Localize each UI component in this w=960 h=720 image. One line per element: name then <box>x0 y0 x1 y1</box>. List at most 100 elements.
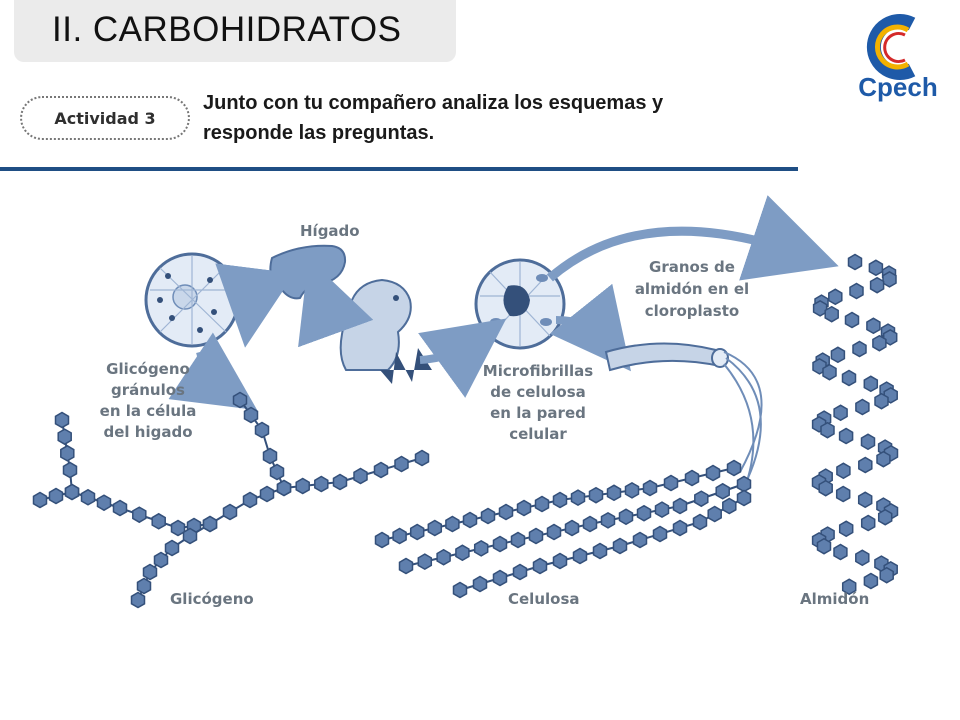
starch-hexagon <box>879 566 894 584</box>
cellulose-hexagon <box>427 519 443 537</box>
glycogen-hexagon <box>136 577 152 595</box>
cellulose-hexagon <box>572 547 588 565</box>
liver-cell-icon <box>144 252 240 348</box>
cellulose-hexagon <box>570 489 586 506</box>
starch-hexagon <box>830 346 846 364</box>
glycogen-hexagon <box>80 488 96 506</box>
label-celulosa: Celulosa <box>508 590 580 608</box>
starch-hexagon <box>812 300 828 317</box>
glycogen-hexagon <box>394 455 409 473</box>
label-glycogen-granules-1: Glicógeno <box>106 360 190 378</box>
starch-hexagon <box>866 317 881 335</box>
label-microfibrils-2: de celulosa <box>490 383 586 401</box>
cellulose-hexagon <box>722 497 737 515</box>
cellulose-hexagon <box>473 540 489 557</box>
glycogen-hexagon <box>48 487 64 505</box>
glycogen-hexagon <box>54 411 70 429</box>
starch-hexagon <box>869 276 885 294</box>
glycogen-hexagon <box>353 467 368 485</box>
glycogen-hexagon <box>164 539 180 557</box>
glycogen-hexagon <box>182 527 198 545</box>
starch-hexagon <box>836 462 851 480</box>
starch-hexagon <box>857 491 873 509</box>
starch-hexagon <box>858 456 873 474</box>
starch-hexagon <box>863 375 879 393</box>
label-starch-granules-3: cloroplasto <box>645 302 739 320</box>
cellulose-hexagon <box>592 542 608 560</box>
label-higado: Hígado <box>300 222 360 240</box>
starch-hexagon <box>818 479 833 497</box>
cellulose-hexagon <box>436 548 451 566</box>
starch-hexagon <box>849 282 864 300</box>
glycogen-hexagon <box>295 477 310 495</box>
starch-hexagon <box>868 259 884 277</box>
glycogen-hexagon <box>222 503 238 521</box>
cellulose-hexagon <box>642 479 658 497</box>
cellulose-hexagon <box>532 557 548 575</box>
glycogen-hexagon <box>314 475 329 493</box>
glycogen-hexagon <box>414 449 430 467</box>
glycogen-hexagon <box>276 479 292 497</box>
cellulose-hexagon <box>672 497 688 515</box>
label-microfibrils-3: en la pared <box>490 404 586 422</box>
glycogen-hexagon <box>60 444 75 462</box>
cellulose-hexagon <box>409 523 425 541</box>
cellulose-hexagon <box>498 503 514 521</box>
instruction-line-2: responde las preguntas. <box>203 122 435 144</box>
starch-hexagon <box>855 549 870 567</box>
cellulose-hexagon <box>618 508 634 526</box>
cellulose-hexagon <box>510 531 526 549</box>
cellulose-hexagon <box>707 505 722 523</box>
glycogen-hexagon <box>132 506 147 524</box>
starch-hexagon <box>882 329 898 346</box>
instruction-text: Junto con tu compañero analiza los esque… <box>203 88 843 148</box>
cellulose-hexagon <box>694 490 709 508</box>
starch-hexagon <box>852 340 867 358</box>
cellulose-hexagon <box>417 553 433 570</box>
glycogen-hexagon <box>32 491 48 509</box>
cellulose-hexagon <box>552 491 568 509</box>
glycogen-hexagon <box>242 491 258 509</box>
cellulose-hexagon <box>452 581 468 599</box>
cellulose-hexagon <box>516 499 532 517</box>
cellulose-hexagon <box>600 512 616 529</box>
starch-hexagon <box>847 253 863 271</box>
label-starch-granules-1: Granos de <box>649 258 735 276</box>
starch-hexagon <box>872 334 887 352</box>
label-glycogen-granules-2: gránulos <box>111 381 185 399</box>
starch-hexagon <box>855 398 870 416</box>
cellulose-hexagon <box>736 489 752 507</box>
starch-hexagon <box>822 363 837 381</box>
glycogen-hexagon <box>269 463 285 481</box>
glycogen-hexagon <box>202 515 218 533</box>
arrow-to-microfibril <box>549 283 632 372</box>
glycogen-hexagon <box>153 551 169 569</box>
arrow-to-starch <box>547 195 839 282</box>
glycogen-hexagon <box>262 447 278 465</box>
instruction-line-1: Junto con tu compañero analiza los esque… <box>203 92 664 114</box>
arrow-liver-to-cell <box>215 263 295 348</box>
label-almidon: Almidón <box>800 590 869 608</box>
label-glycogen-granules-3: en la célula <box>100 402 197 420</box>
cellulose-hexagon <box>392 527 407 545</box>
glycogen-hexagon <box>64 483 80 501</box>
glycogen-hexagon <box>130 591 146 609</box>
cellulose-hexagon <box>582 515 598 533</box>
starch-hexagon <box>833 404 848 422</box>
glycogen-hexagon <box>170 519 186 537</box>
cellulose-hexagon <box>612 537 628 555</box>
cellulose-hexagon <box>588 486 604 504</box>
starch-hexagon <box>874 392 889 410</box>
starch-hexagon <box>828 288 843 306</box>
cellulose-hexagon <box>663 474 679 492</box>
cellulose-hexagon <box>672 519 688 537</box>
logo-text: Cpech <box>858 72 937 102</box>
arrow-cell-to-glycogen <box>168 332 258 411</box>
cellulose-hexagon <box>652 525 668 543</box>
cellulose-hexagon <box>726 459 742 477</box>
cellulose-hexagon <box>715 482 730 500</box>
cellulose-hexagon <box>534 495 550 513</box>
glycogen-hexagon <box>112 499 128 517</box>
cellulose-hexagon <box>455 544 470 562</box>
cellulose-hexagon <box>480 507 496 525</box>
